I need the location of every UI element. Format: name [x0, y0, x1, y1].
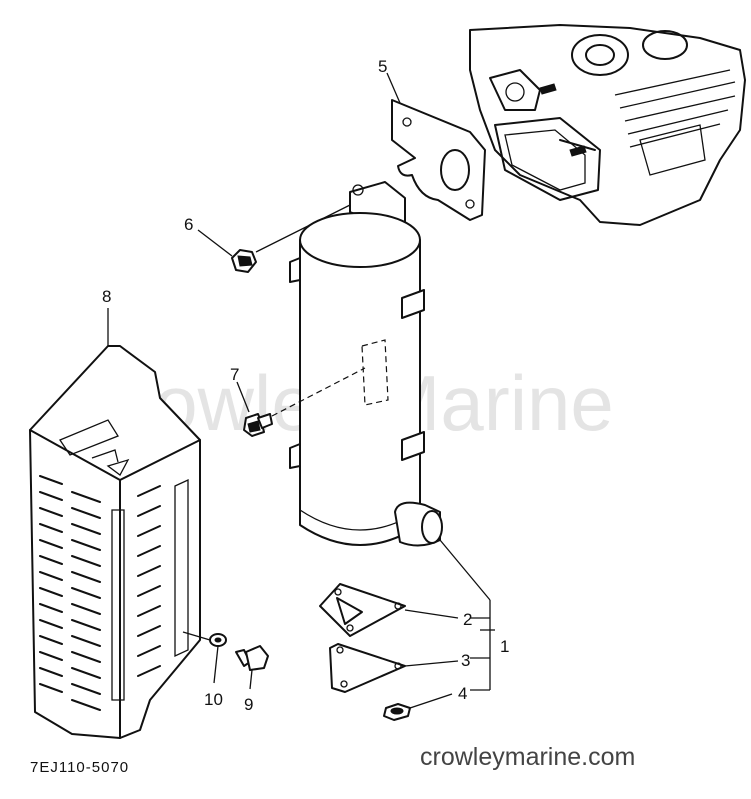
- callout-8: 8: [102, 287, 111, 306]
- part-5-gasket: [391, 99, 486, 221]
- diagram-code: 7EJ110-5070: [30, 759, 129, 776]
- part-4-nut: [383, 703, 411, 721]
- part-8-cover: [29, 345, 201, 739]
- callout-5: 5: [378, 57, 387, 76]
- part-6-nut: [231, 249, 257, 273]
- callout-2: 2: [463, 610, 472, 629]
- callout-10: 10: [204, 690, 223, 709]
- callout-9: 9: [244, 695, 253, 714]
- muffler: [289, 181, 443, 547]
- part-3-plate: [329, 643, 406, 693]
- engine-block: [469, 24, 746, 226]
- part-7-bolt: [243, 413, 273, 437]
- callout-3: 3: [461, 651, 470, 670]
- callout-6: 6: [184, 215, 193, 234]
- cover-slots: [39, 475, 189, 711]
- callout-4: 4: [458, 684, 467, 703]
- callout-1: 1: [500, 637, 509, 656]
- callout-7: 7: [230, 365, 239, 384]
- site-url: crowleymarine.com: [420, 743, 635, 771]
- part-10-washer: [209, 633, 227, 647]
- part-2-gasket: [319, 583, 406, 637]
- part-9-bolt: [235, 645, 269, 671]
